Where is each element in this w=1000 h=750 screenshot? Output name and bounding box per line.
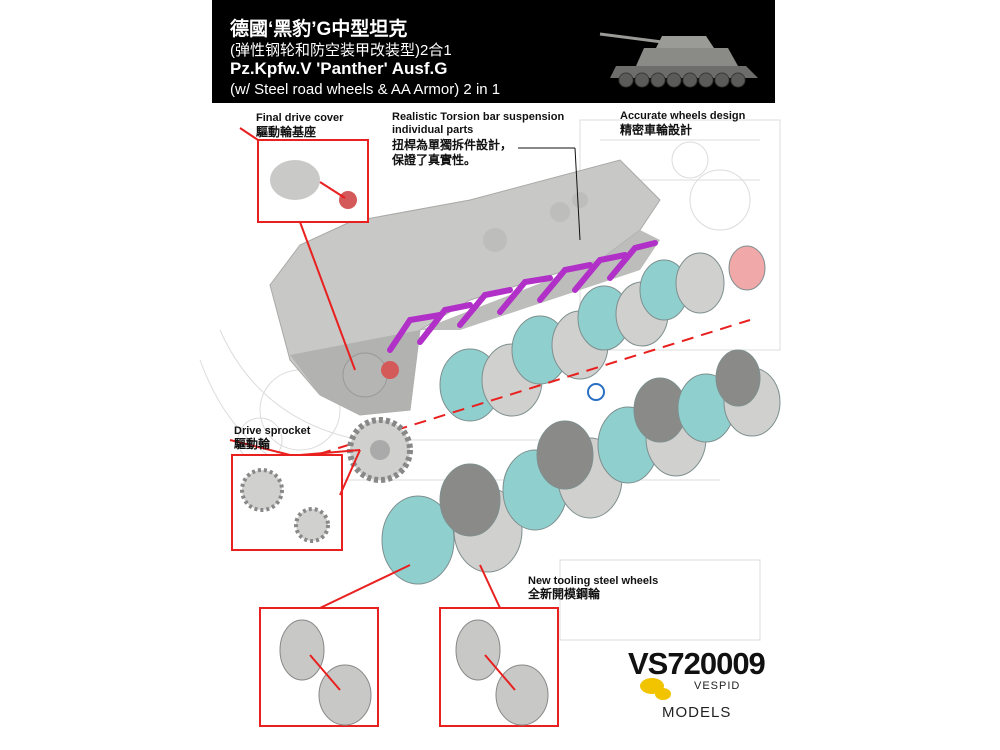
sprocket-label-en: Drive sprocket: [234, 425, 311, 437]
callout-leaders: [229, 127, 501, 609]
torsion-bars: [387, 240, 658, 353]
wheels-design-label-zh: 精密車輪設計: [620, 123, 693, 137]
torsion-label-zh-2: 保證了真實性。: [392, 153, 477, 167]
subtitle-chinese: (弹性钢轮和防空装甲改装型)2合1: [230, 42, 452, 59]
subtitle-english: (w/ Steel road wheels & AA Armor) 2 in 1: [230, 81, 501, 98]
drive-sprocket: [347, 417, 413, 483]
sprocket-detail: [240, 468, 330, 543]
torsion-leader: [574, 147, 581, 241]
torsion-label-en-1: Realistic Torsion bar suspension: [392, 111, 565, 123]
final-drive-label-zh: 驅動輪基座: [256, 125, 317, 139]
steel-wheels-label-en: New tooling steel wheels: [528, 575, 659, 587]
torsion-label-zh-1: 扭桿為單獨拆件設計，: [392, 138, 513, 152]
tank-thumbnail: [596, 8, 772, 98]
final-drive-detail: [270, 160, 357, 209]
brand-name-line1: VESPID: [694, 680, 741, 692]
lower-road-wheels: [381, 349, 781, 585]
mirror-symbol: [587, 383, 605, 401]
brand-name-line2: MODELS: [662, 704, 732, 721]
sprocket-label-zh: 驅動輪: [234, 437, 271, 451]
wheels-design-label-en: Accurate wheels design: [620, 110, 746, 122]
torsion-label-en-2: individual parts: [392, 124, 474, 136]
steel-wheels-label-zh: 全新開模鋼輪: [528, 587, 601, 601]
tank-hull: [269, 159, 661, 416]
steel-wheel-detail-1: [279, 619, 372, 726]
steel-wheel-detail-2: [455, 619, 549, 726]
title-chinese: 德國‘黑豹’G中型坦克: [230, 19, 408, 40]
vespid-logo-mark: [640, 678, 671, 700]
title-english: Pz.Kpfw.V 'Panther' Ausf.G: [230, 59, 448, 78]
product-code: VS720009: [628, 646, 766, 681]
final-drive-label-en: Final drive cover: [256, 112, 344, 124]
